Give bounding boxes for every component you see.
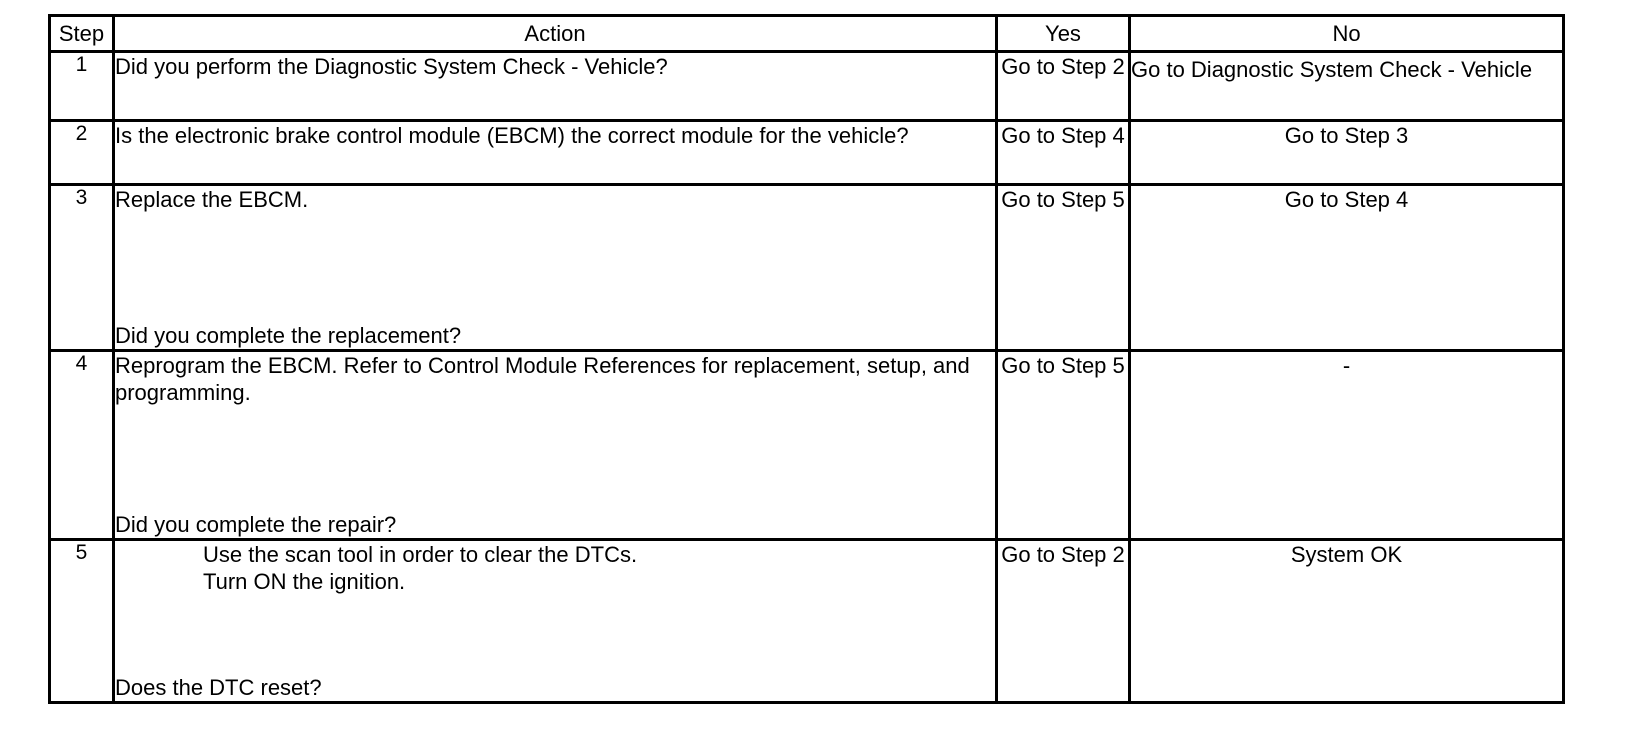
yes-result-text: Go to Step 2 (1001, 54, 1125, 79)
step-number: 5 (48, 538, 115, 704)
action-text: Replace the EBCM. (115, 187, 309, 212)
yes-result: Go to Step 2 (995, 538, 1131, 704)
yes-result: Go to Step 5 (995, 183, 1131, 352)
yes-result-text: Go to Step 5 (1001, 353, 1125, 378)
header-no: No (1128, 14, 1565, 53)
no-result-text: Go to Step 4 (1284, 187, 1409, 212)
action-cell: Reprogram the EBCM. Refer to Control Mod… (112, 349, 998, 541)
no-result-text: Go to Diagnostic System Check - Vehicle (1131, 57, 1533, 82)
action-step-item: Turn ON the ignition. (203, 569, 406, 594)
no-result: Go to Step 4 (1128, 183, 1565, 352)
action-text: Did you perform the Diagnostic System Ch… (115, 54, 668, 79)
action-cell: Is the electronic brake control module (… (112, 119, 998, 186)
no-result: System OK (1128, 538, 1565, 704)
action-question: Did you complete the repair? (115, 512, 397, 537)
action-cell: Did you perform the Diagnostic System Ch… (112, 50, 998, 122)
diagnostic-steps-table: Step Action Yes No 1 Did you perform the… (48, 14, 1565, 704)
action-question: Does the DTC reset? (115, 675, 322, 700)
no-result: Go to Step 3 (1128, 119, 1565, 186)
header-step: Step (48, 14, 115, 53)
yes-result-text: Go to Step 4 (1001, 123, 1125, 148)
header-action: Action (112, 14, 998, 53)
no-result-text: Go to Step 3 (1284, 123, 1409, 148)
action-text: Reprogram the EBCM. Refer to Control Mod… (115, 353, 970, 405)
no-result: - (1128, 349, 1565, 541)
table-row: 2 Is the electronic brake control module… (48, 119, 1565, 186)
yes-result: Go to Step 2 (995, 50, 1131, 122)
step-number: 4 (48, 349, 115, 541)
yes-result: Go to Step 4 (995, 119, 1131, 186)
no-result-text: - (1342, 353, 1351, 378)
step-number: 2 (48, 119, 115, 186)
table-row: 4 Reprogram the EBCM. Refer to Control M… (48, 349, 1565, 541)
action-cell: Use the scan tool in order to clear the … (112, 538, 998, 704)
step-number: 3 (48, 183, 115, 352)
step-number: 1 (48, 50, 115, 122)
yes-result-text: Go to Step 5 (1001, 187, 1125, 212)
yes-result: Go to Step 5 (995, 349, 1131, 541)
no-result: Go to Diagnostic System Check - Vehicle (1128, 50, 1565, 122)
action-text: Is the electronic brake control module (… (115, 123, 909, 148)
table-row: 5 Use the scan tool in order to clear th… (48, 538, 1565, 704)
table-row: 1 Did you perform the Diagnostic System … (48, 50, 1565, 122)
action-question: Did you complete the replacement? (115, 323, 462, 348)
yes-result-text: Go to Step 2 (1001, 542, 1125, 567)
header-yes: Yes (995, 14, 1131, 53)
table-row: 3 Replace the EBCM. Did you complete the… (48, 183, 1565, 352)
table-header-row: Step Action Yes No (48, 14, 1565, 53)
action-cell: Replace the EBCM. Did you complete the r… (112, 183, 998, 352)
action-step-item: Use the scan tool in order to clear the … (203, 542, 638, 567)
action-step-list: Use the scan tool in order to clear the … (115, 541, 995, 595)
no-result-text: System OK (1290, 542, 1403, 567)
